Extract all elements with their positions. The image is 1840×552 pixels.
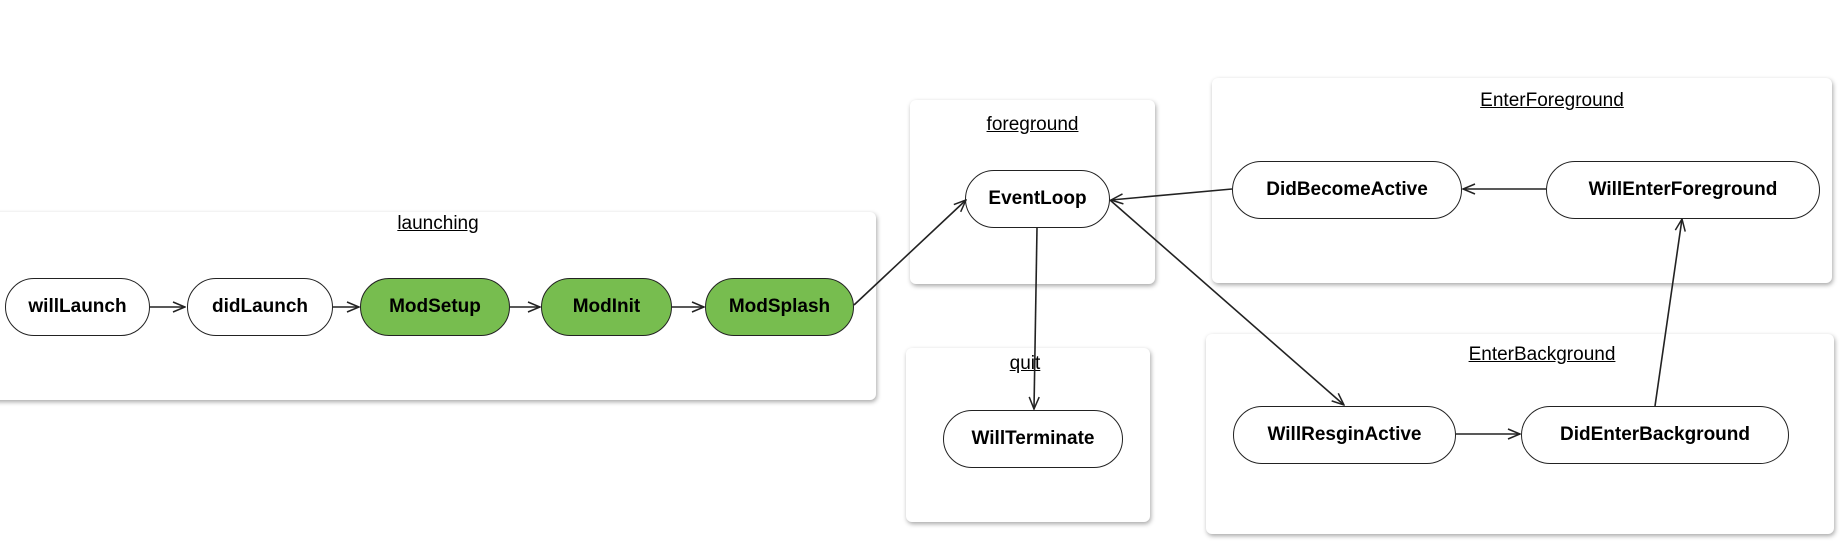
state-mod-init: ModInit: [541, 278, 672, 336]
state-event-loop: EventLoop: [965, 170, 1110, 228]
group-title-quit: quit: [1009, 353, 1041, 374]
state-mod-setup: ModSetup: [360, 278, 510, 336]
group-title-enter-background: EnterBackground: [1468, 344, 1616, 365]
state-will-terminate: WillTerminate: [943, 410, 1123, 468]
state-did-become-active: DidBecomeActive: [1232, 161, 1462, 219]
group-title-foreground: foreground: [986, 114, 1079, 135]
state-did-enter-background: DidEnterBackground: [1521, 406, 1789, 464]
group-title-launching: launching: [397, 213, 479, 234]
state-will-enter-foreground: WillEnterForeground: [1546, 161, 1820, 219]
state-mod-splash: ModSplash: [705, 278, 854, 336]
state-will-resign-active: WillResginActive: [1233, 406, 1456, 464]
state-did-launch: didLaunch: [187, 278, 333, 336]
state-will-launch: willLaunch: [5, 278, 150, 336]
group-title-enter-foreground: EnterForeground: [1480, 90, 1624, 111]
